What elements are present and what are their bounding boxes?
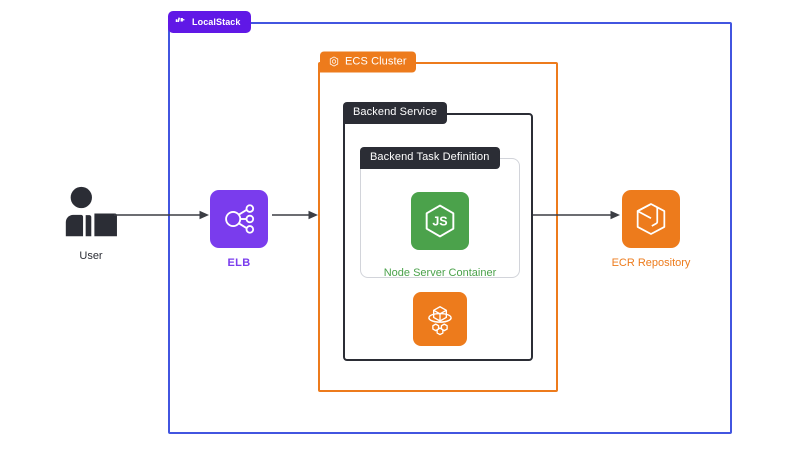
node-ecs-task[interactable] (413, 292, 467, 346)
ecr-tile (622, 190, 680, 248)
backend-task-definition-boundary-tag: Backend Task Definition (360, 147, 500, 169)
nodejs-container-label: Node Server Container (383, 267, 497, 279)
ecr-repository-label: ECR Repository (611, 257, 691, 269)
user-tile (60, 185, 122, 241)
arrow-elb-to-ecs-cluster (272, 208, 319, 227)
backend-service-boundary-tag: Backend Service (343, 102, 448, 124)
node-user[interactable]: User (46, 185, 136, 263)
ecs-cluster-boundary (318, 62, 558, 392)
svg-text:JS: JS (432, 215, 447, 229)
elb-label: ELB (227, 257, 251, 269)
nodejs-icon: JS (425, 204, 455, 238)
arrow-user-to-elb (114, 208, 210, 227)
localstack-boundary (168, 22, 732, 434)
localstack-boundary-label: LocalStack (192, 16, 241, 27)
node-ecr-repository[interactable]: ECR Repository (612, 190, 690, 270)
ecs-task-tile (413, 292, 467, 346)
backend-task-definition-boundary-label: Backend Task Definition (370, 151, 490, 163)
ecs-cluster-icon (328, 56, 340, 68)
ecs-cluster-boundary-label: ECS Cluster (345, 55, 407, 67)
node-elb[interactable]: ELB (208, 190, 270, 270)
elastic-load-balancer-icon (225, 204, 255, 234)
localstack-boundary-tag: LocalStack (168, 11, 251, 33)
user-label: User (79, 250, 103, 262)
arrow-backend-service-to-ecr (533, 208, 621, 227)
elb-tile (210, 190, 268, 248)
nodejs-tile: JS (411, 192, 469, 250)
user-at-laptop-icon (65, 186, 117, 237)
backend-service-boundary-label: Backend Service (353, 106, 438, 118)
localstack-logo-icon (175, 16, 187, 28)
ecr-repository-icon (636, 203, 666, 235)
ecs-task-icon (428, 306, 452, 336)
node-nodejs-container[interactable]: JS Node Server Container (384, 192, 496, 279)
ecs-cluster-boundary-tag: ECS Cluster (320, 51, 416, 73)
